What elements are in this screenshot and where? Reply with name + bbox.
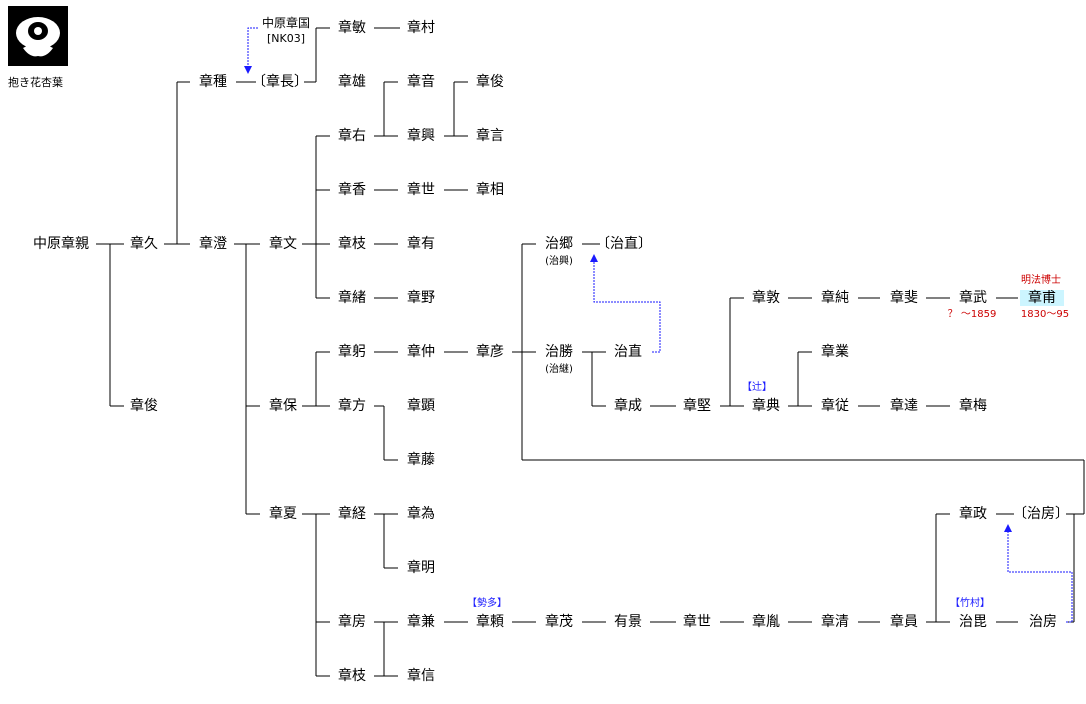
person-harufusa: 治房 <box>1029 614 1057 630</box>
person-akiyu: 章右 <box>338 128 366 144</box>
person-harunao: 治直 <box>614 344 642 360</box>
person-harukatsu-alias: (治継) <box>545 364 573 375</box>
person-akieda1: 章枝 <box>338 236 366 252</box>
crest-label: 抱き花杏葉 <box>8 76 63 89</box>
person-haruhira: 治毘 <box>959 614 987 630</box>
family-crest-icon <box>8 6 68 66</box>
person-akihisa: 章久 <box>130 236 158 252</box>
person-akifusa: 章房 <box>338 614 366 630</box>
person-akifuji: 章藤 <box>407 452 435 468</box>
person-akimasa: 章政 <box>959 506 987 522</box>
person-akitane: 章種 <box>199 74 227 90</box>
person-harusato: 治郷 <box>545 236 573 252</box>
person-akishige: 章茂 <box>545 614 573 630</box>
person-akichika: 中原章親 <box>33 236 89 252</box>
person-akitsugu: 章胤 <box>752 614 780 630</box>
person-harunao_b: 〔治直〕 <box>596 236 652 252</box>
person-akikuni-code: [NK03] <box>266 32 306 45</box>
family-note-seta: 【勢多】 <box>467 598 507 609</box>
person-akikuni-name: 中原章国 <box>261 16 311 30</box>
person-akino: 章野 <box>407 290 435 306</box>
person-akiatsu: 章敦 <box>752 290 780 306</box>
person-akihi: 章斐 <box>890 290 918 306</box>
person-akiyori2: 章従 <box>821 398 849 414</box>
person-akimura: 章村 <box>407 20 435 36</box>
person-akinori: 章典 <box>752 398 780 414</box>
person-akikata2: 章堅 <box>683 398 711 414</box>
person-akiyasu: 章保 <box>269 398 297 414</box>
person-akioki: 章興 <box>407 128 435 144</box>
person-akiyo2: 章世 <box>683 614 711 630</box>
person-akikazu: 章員 <box>890 614 918 630</box>
person-akitake: 章武 <box>959 290 987 306</box>
person-arikage: 有景 <box>614 614 642 630</box>
person-akifumi: 章文 <box>269 236 297 252</box>
person-akiyori: 章頼 <box>476 614 504 630</box>
person-akioto: 章音 <box>407 74 435 90</box>
title-note-myobo: 明法博士 <box>1021 275 1061 286</box>
person-akiaki: 章顕 <box>407 398 435 414</box>
person-akiyo: 章世 <box>407 182 435 198</box>
person-akikata: 章方 <box>338 398 366 414</box>
person-akikiyo: 章清 <box>821 614 849 630</box>
years-akitake: ？ ～1859 <box>947 309 997 320</box>
person-akinari2: 章業 <box>821 344 849 360</box>
person-harufusa_b: 〔治房〕 <box>1013 506 1069 522</box>
person-akitoshi_b: 章敏 <box>338 20 366 36</box>
person-akitatsu: 章達 <box>890 398 918 414</box>
person-akiakira: 章明 <box>407 560 435 576</box>
person-harusato-alias: (治興) <box>545 256 573 267</box>
person-akiume: 章梅 <box>959 398 987 414</box>
person-akinari: 章成 <box>614 398 642 414</box>
person-akio: 章雄 <box>338 74 366 90</box>
person-akihiko: 章彦 <box>476 344 504 360</box>
person-akinaka: 章仲 <box>407 344 435 360</box>
family-note-tsuji: 【辻】 <box>742 382 772 393</box>
person-akitame: 章為 <box>407 506 435 522</box>
person-akitsune: 章経 <box>338 506 366 522</box>
person-akio2: 章緒 <box>338 290 366 306</box>
family-note-takemura: 【竹村】 <box>950 598 990 609</box>
person-akinobu: 章信 <box>407 668 435 684</box>
person-akizumi: 章澄 <box>199 236 227 252</box>
person-akieda2: 章枝 <box>338 668 366 684</box>
years-akisuke: 1830～95 <box>1020 309 1070 320</box>
person-akijun: 章純 <box>821 290 849 306</box>
person-akisuke: 章甫 <box>1020 290 1064 306</box>
person-akinaga: 〔章長〕 <box>252 74 308 90</box>
person-akikane: 章兼 <box>407 614 435 630</box>
person-akishun_top: 章俊 <box>130 398 158 414</box>
person-akishun_r: 章俊 <box>476 74 504 90</box>
person-akigon: 章言 <box>476 128 504 144</box>
person-akimi: 章躬 <box>338 344 366 360</box>
person-akiari: 章有 <box>407 236 435 252</box>
person-akiso: 章相 <box>476 182 504 198</box>
person-harukatsu: 治勝 <box>545 344 573 360</box>
person-akika: 章香 <box>338 182 366 198</box>
person-akinatsu: 章夏 <box>269 506 297 522</box>
